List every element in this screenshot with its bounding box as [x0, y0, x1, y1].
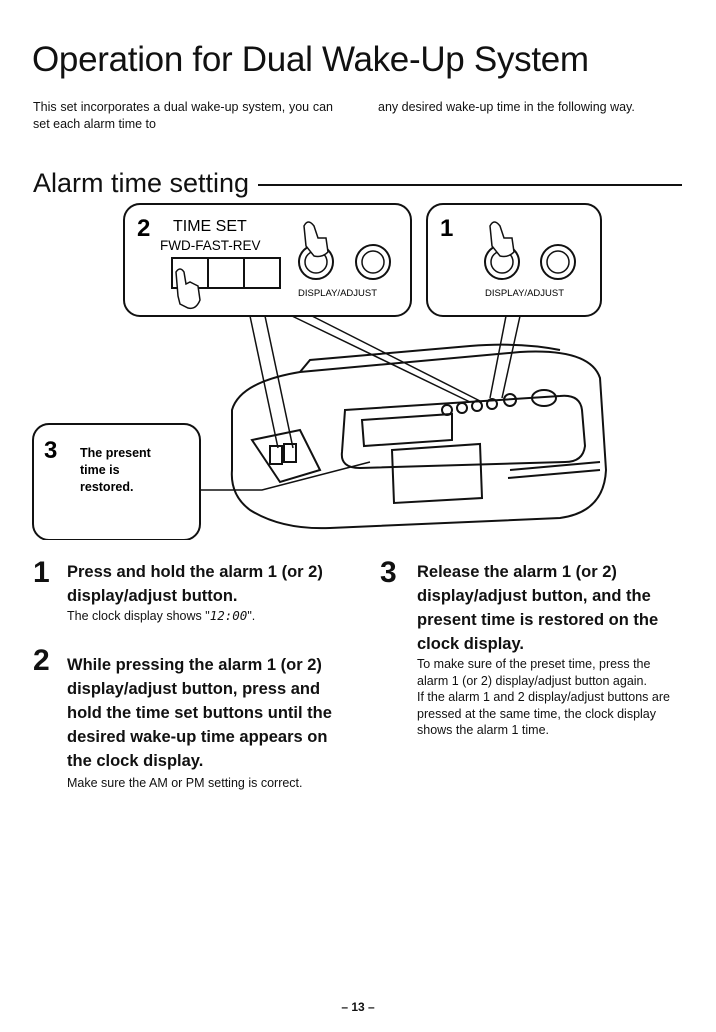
pressing-finger-icon	[175, 268, 201, 310]
clock-radio-drawing	[230, 343, 608, 530]
step-3: Release the alarm 1 (or 2) display/adjus…	[417, 560, 685, 739]
panel-step-3: 3 The present time is restored.	[32, 423, 201, 540]
page-number: – 13 –	[341, 1000, 375, 1014]
display-adjust-label: DISPLAY/ADJUST	[485, 288, 564, 299]
panel3-number: 3	[44, 437, 57, 464]
alarm-clock-illustration: 2 TIME SET FWD-FAST-REV DISPLAY/ADJUST 1…	[32, 203, 608, 540]
pressing-finger-icon	[489, 221, 515, 258]
callout-leaders	[200, 315, 521, 491]
pressing-finger-icon	[303, 221, 329, 258]
step-2: While pressing the alarm 1 (or 2) displa…	[67, 653, 337, 792]
display-adjust-button-alarm2	[540, 244, 576, 280]
panel1-number: 1	[440, 215, 453, 242]
fwd-fast-rev-label: FWD-FAST-REV	[160, 238, 261, 253]
clock-display-reading: 12:00	[209, 608, 248, 623]
step-3-number: 3	[380, 556, 397, 589]
step-2-body: Make sure the AM or PM setting is correc…	[67, 776, 303, 790]
panel-step-1: 1 DISPLAY/ADJUST	[426, 203, 602, 317]
panel3-line1: The present	[80, 446, 152, 460]
step-3-body-2: If the alarm 1 and 2 display/adjust butt…	[417, 690, 670, 737]
display-adjust-label: DISPLAY/ADJUST	[298, 288, 377, 299]
page-title: Operation for Dual Wake-Up System	[32, 40, 589, 79]
step-2-number: 2	[33, 644, 50, 677]
step-1: Press and hold the alarm 1 (or 2) displa…	[67, 560, 339, 625]
section-rule	[258, 184, 682, 186]
step-2-heading: While pressing the alarm 1 (or 2) displa…	[67, 656, 332, 770]
step-1-number: 1	[33, 556, 50, 589]
panel2-number: 2	[137, 215, 150, 242]
section-title: Alarm time setting	[33, 168, 250, 198]
intro-text-left: This set incorporates a dual wake-up sys…	[33, 100, 333, 131]
step-1-heading: Press and hold the alarm 1 (or 2) displa…	[67, 563, 323, 605]
step-3-heading: Release the alarm 1 (or 2) display/adjus…	[417, 563, 659, 653]
intro-text-right: any desired wake-up time in the followin…	[378, 100, 635, 114]
time-set-label: TIME SET	[173, 218, 247, 235]
step-1-body: The clock display shows "12:00".	[67, 608, 256, 623]
step-3-body-1: To make sure of the preset time, press t…	[417, 657, 651, 688]
panel3-line2: time is	[80, 463, 120, 477]
panel3-line3: restored.	[80, 480, 134, 494]
display-adjust-button-alarm2	[355, 244, 391, 280]
panel-step-2: 2 TIME SET FWD-FAST-REV DISPLAY/ADJUST	[123, 203, 412, 317]
